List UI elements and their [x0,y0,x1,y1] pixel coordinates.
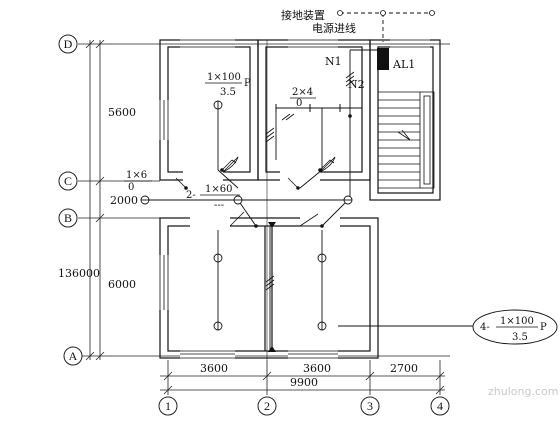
lamp-icon [213,321,223,331]
switch-icon [254,224,258,228]
label-room-d-left: 1×100 P 3.5 [205,72,251,98]
svg-text:3.5: 3.5 [512,332,528,343]
svg-text:2: 2 [264,399,270,413]
dim-6000: 6000 [108,278,136,291]
lamp-icon [343,195,353,205]
axis-bubble-3: 3 [360,396,380,416]
svg-text:B: B [64,211,72,225]
svg-text:1: 1 [165,399,171,413]
svg-text:C: C [64,174,72,188]
stair-block [378,91,435,189]
switch-leaders [175,159,335,189]
grounding-device-label: 接地装置 [281,9,325,22]
svg-text:0: 0 [296,98,302,109]
axis-bubble-2: 2 [257,396,277,416]
dim-9900: 9900 [290,376,318,389]
circuit-n1-label: N1 [325,55,342,68]
lamp-icon [233,195,243,205]
wiring [145,12,478,350]
svg-text:0: 0 [128,182,134,193]
watermark: zhulong.com [488,385,558,398]
svg-text:2×4: 2×4 [292,87,313,98]
lamp-icon [213,100,223,110]
svg-text:---: --- [214,200,224,211]
svg-text:1×100: 1×100 [207,72,241,83]
axis-bubble-4: 4 [430,396,450,416]
doors [222,156,336,227]
wire-tick-marks [265,71,355,291]
lamp-icon [140,195,150,205]
label-room-d-right: 2×4 0 [290,87,316,109]
dim-5600: 5600 [108,106,136,119]
dim-3600-b: 3600 [303,362,331,375]
svg-text:4-: 4- [480,322,490,333]
switch-icon [348,114,352,118]
socket-icons [268,222,276,352]
dim-2700: 2700 [390,362,418,375]
axis-bubble-1: 1 [158,396,178,416]
axis-bubble-d: D [58,34,78,54]
label-callout: 4- 1×100 P 3.5 [472,309,558,345]
left-dimension-lines [85,39,105,361]
switch-icon [320,224,324,228]
circuit-n2-label: N2 [348,78,365,91]
svg-text:1×100: 1×100 [500,316,534,327]
svg-text:P: P [540,322,547,333]
dim-3600-a: 3600 [200,362,228,375]
axis-bubble-a: A [63,346,83,366]
distribution-panel-icon [377,48,389,70]
svg-text:1×60: 1×60 [205,184,232,195]
svg-text:3.5: 3.5 [220,87,236,98]
lamp-icon [317,253,327,263]
grounding-points [337,10,435,16]
bottom-dimension-lines [160,371,445,395]
lamp-icon [317,321,327,331]
axis-bubble-c: C [58,171,78,191]
power-inlet-label: 电源进线 [312,21,356,35]
svg-text:4: 4 [437,399,443,413]
lamp-fixtures [140,100,353,331]
axis-bubble-b: B [58,208,78,228]
windows [159,39,430,359]
svg-text:D: D [64,37,73,51]
panel-label: AL1 [392,58,415,71]
lamp-icon [213,253,223,263]
svg-text:3: 3 [367,399,373,413]
dim-136000: 136000 [58,267,100,280]
label-corridor-mid: 2- 1×60 --- [186,184,240,211]
fluorescent-lamp-icon [275,104,363,112]
label-corridor-left: 1×6 0 [124,170,152,193]
dim-2000: 2000 [110,194,138,207]
svg-text:1×6: 1×6 [126,170,147,181]
svg-text:A: A [69,349,78,363]
svg-text:P: P [244,78,251,89]
svg-text:2-: 2- [186,190,196,201]
